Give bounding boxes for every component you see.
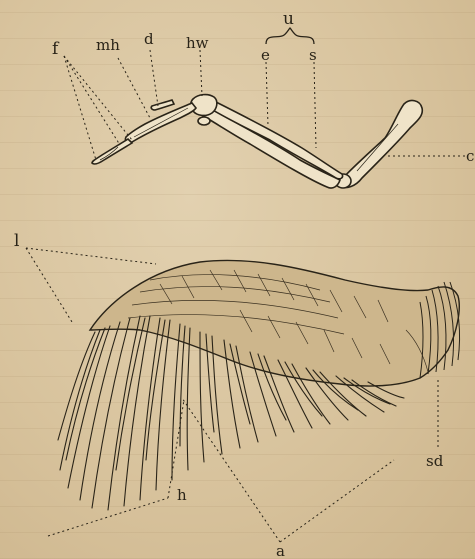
wing-coverts bbox=[90, 260, 459, 386]
label-e: e bbox=[261, 46, 270, 64]
label-u: u bbox=[283, 9, 294, 29]
thumb-digit bbox=[151, 100, 174, 110]
finger-phalanges bbox=[92, 139, 132, 164]
leader-f bbox=[64, 56, 96, 160]
label-sd: sd bbox=[426, 452, 444, 470]
leader-l bbox=[26, 248, 72, 322]
leader-mh bbox=[118, 58, 150, 118]
label-c: c bbox=[466, 147, 474, 165]
label-l: l bbox=[14, 231, 19, 251]
label-s: s bbox=[309, 46, 317, 64]
leader-hw bbox=[200, 50, 202, 96]
leader-e bbox=[266, 62, 268, 126]
wing-skeleton bbox=[92, 95, 422, 188]
leader-h bbox=[48, 498, 168, 536]
ulna-bone bbox=[200, 106, 340, 188]
leader-a bbox=[182, 398, 280, 542]
radius-bone bbox=[206, 99, 343, 179]
label-h: h bbox=[177, 486, 187, 504]
leader-s bbox=[314, 62, 316, 148]
label-mh: mh bbox=[96, 36, 120, 54]
leader-d bbox=[150, 50, 158, 106]
feathered-wing bbox=[58, 260, 460, 510]
label-a: a bbox=[276, 542, 285, 559]
wrist-bones bbox=[191, 95, 217, 116]
label-hw: hw bbox=[186, 34, 209, 52]
humerus-bone bbox=[340, 101, 422, 188]
brace-u bbox=[266, 28, 314, 44]
label-d: d bbox=[144, 30, 154, 48]
label-f: f bbox=[52, 39, 60, 59]
